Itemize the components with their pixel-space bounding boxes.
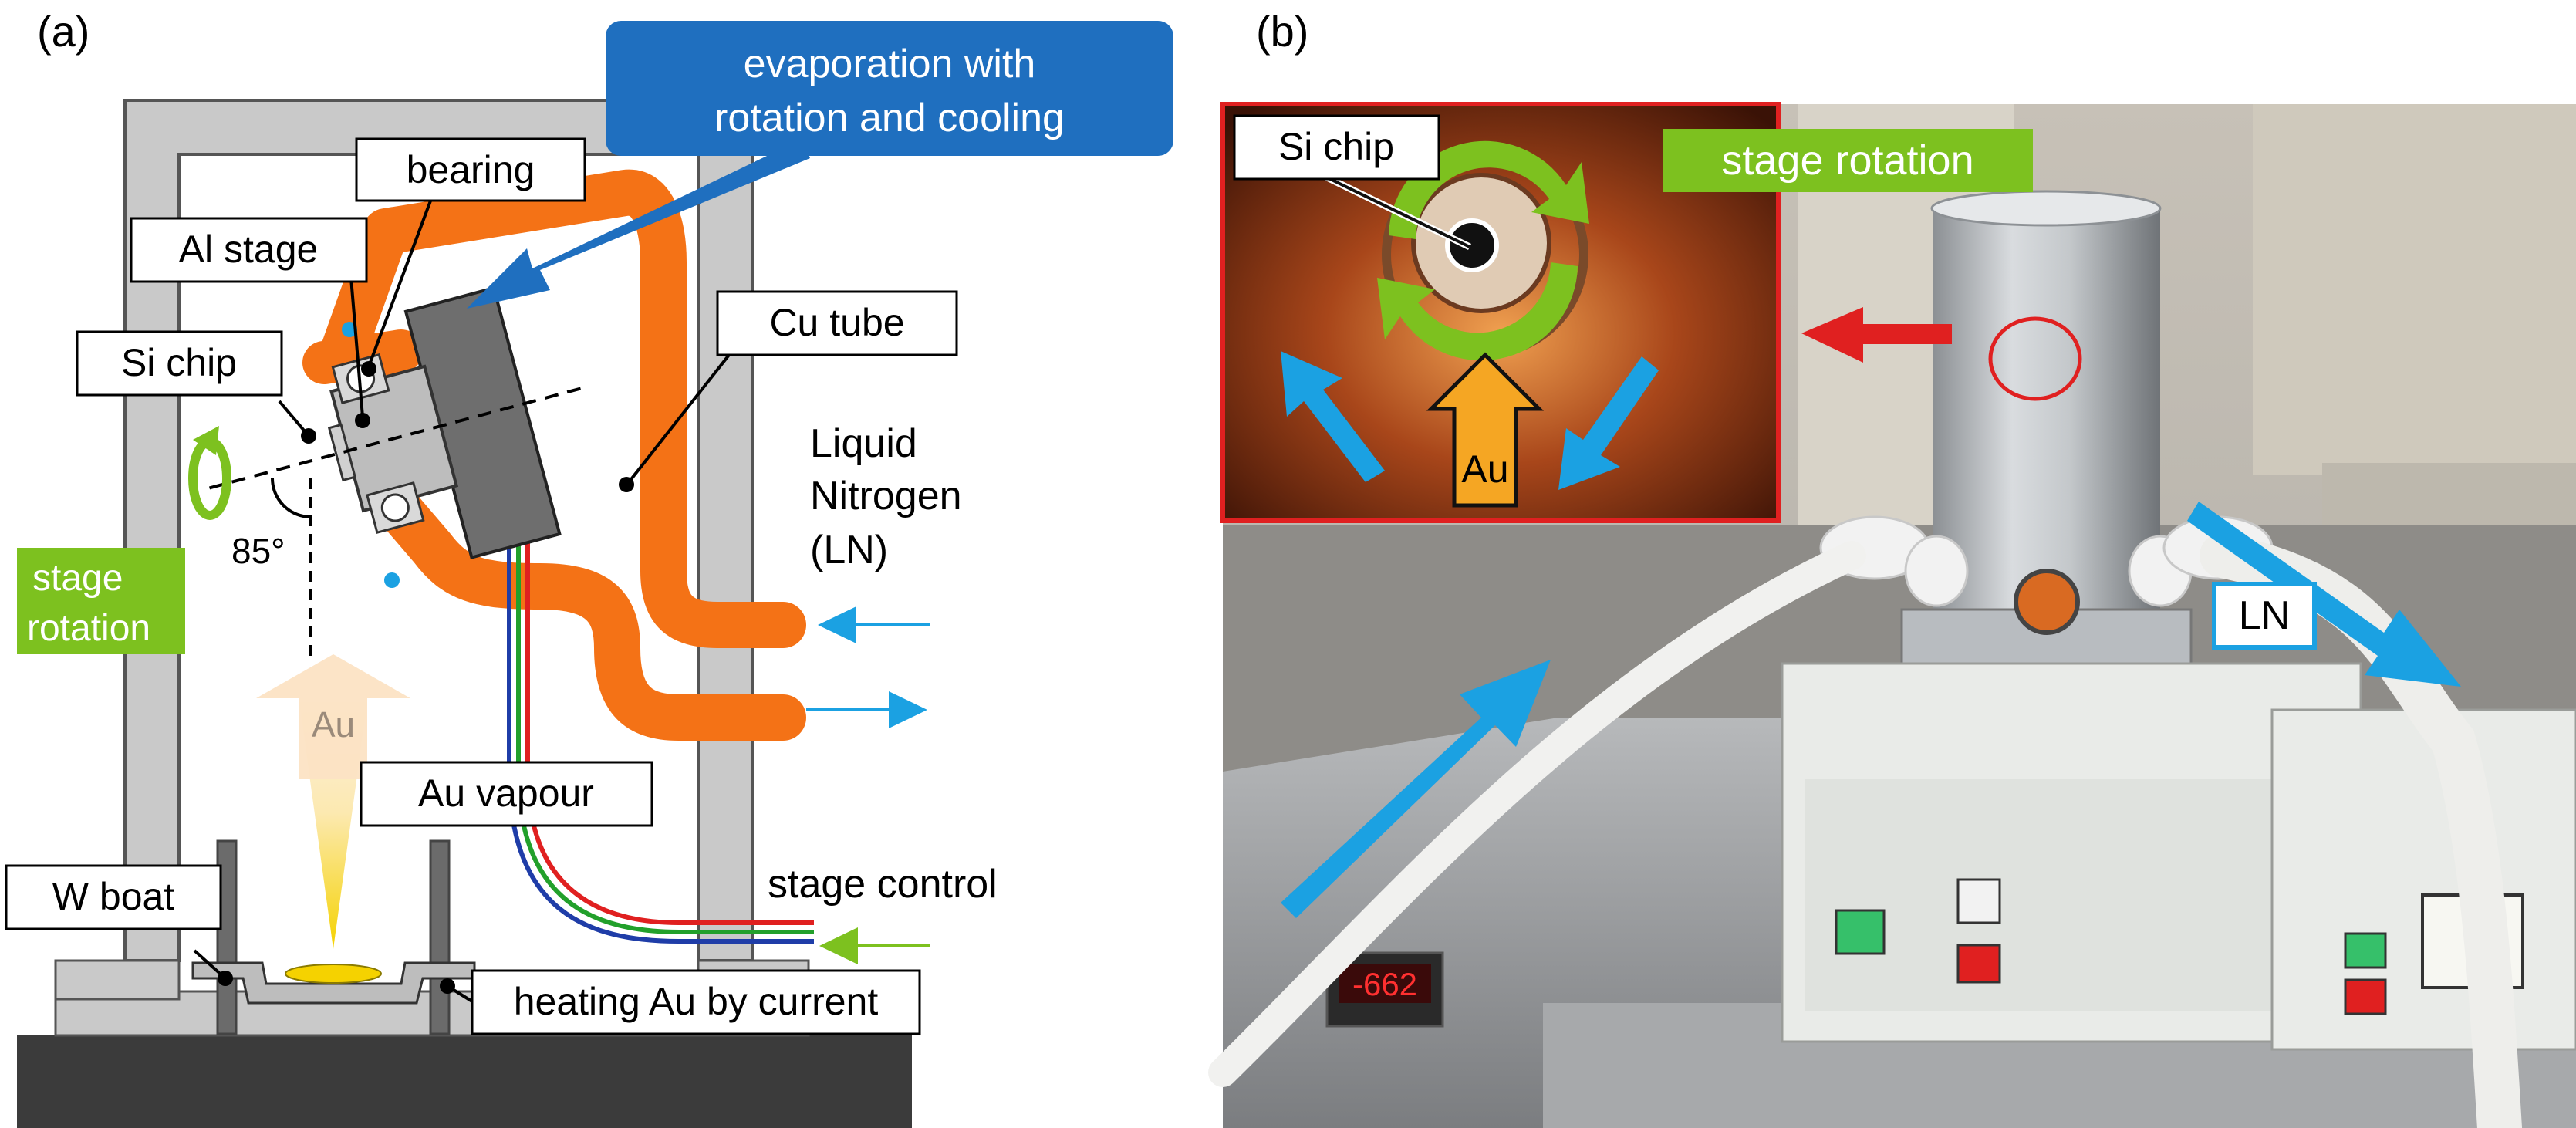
si-chip-dot [301, 428, 316, 444]
ln-flow-arrow-out [2187, 502, 2461, 687]
stage-control-label: stage control [768, 862, 998, 907]
chamber-base [17, 1035, 912, 1128]
si-chip-label: Si chip [121, 341, 237, 384]
inset-si-chip [1445, 218, 1499, 272]
angle-label: 85° [231, 531, 285, 571]
au-arrow [256, 654, 410, 779]
evaporation-callout-arrow [467, 139, 810, 309]
inset-au-label: Au [1461, 447, 1508, 491]
controller-secondary [2270, 708, 2576, 1051]
inset-blue-arrow-right [1558, 356, 1659, 490]
si-chip-label-box [76, 330, 283, 397]
ln-flow-arrow-in [1281, 660, 1551, 918]
thermometer-reading: -662 [1352, 966, 1417, 1002]
room-cabinet [2253, 104, 2576, 475]
ln-hose-left [1208, 541, 1866, 1087]
w-boat-label-box [5, 864, 222, 930]
bearing-dot [361, 361, 376, 377]
ln-inflow-arrow [818, 606, 930, 643]
controller-main-panel [1805, 779, 2345, 1011]
al-stage-label: Al stage [179, 228, 319, 271]
au-arrow-label: Au [312, 704, 355, 745]
cu-tube-label: Cu tube [769, 301, 904, 344]
bearing-label-box [355, 137, 586, 202]
panel-a: (a) Au [5, 7, 1173, 1128]
au-melt [285, 964, 382, 984]
heating-label: heating Au by current [514, 980, 879, 1023]
highlight-circle [1988, 316, 2082, 401]
inset-si-chip-label-box [1233, 114, 1440, 181]
thermometer-display-screen [1339, 964, 1431, 1003]
cu-tube-label-box [716, 290, 958, 356]
bearing-label: bearing [407, 148, 535, 191]
stage-rotation-label-line1: stage [32, 558, 123, 599]
ln-tag-box [2212, 582, 2317, 650]
w-boat-dot [218, 971, 233, 986]
chamber-foot-left [54, 959, 181, 1001]
ln-label-line3: (LN) [810, 528, 888, 572]
ln-tag-label: LN [2239, 593, 2290, 638]
w-boat-label: W boat [52, 875, 175, 918]
rotation-axis [208, 387, 582, 490]
viewport-window [2014, 569, 2080, 635]
panel-b: (b) [1208, 7, 2576, 1128]
controller-secondary-button-green [2344, 932, 2387, 969]
ln-outflow-arrow [806, 691, 927, 728]
inset: Au Si chip stage rotation [1220, 102, 2033, 523]
inset-si-chip-label: Si chip [1278, 125, 1394, 168]
panel-a-label: (a) [37, 7, 89, 56]
rotation-icon [188, 426, 231, 520]
chamber-top [1930, 190, 2162, 227]
inset-blue-arrow-left [1281, 351, 1385, 482]
inset-pointer-arrow [1801, 307, 1952, 363]
inset-rotation-arrow-bottom [1377, 262, 1578, 361]
panel-b-label: (b) [1256, 7, 1308, 56]
controller-button-white [1956, 878, 2001, 924]
inset-stage-rotation-label: stage rotation [1721, 137, 1973, 184]
bearing-lower-ball [380, 493, 410, 522]
al-stage-dot [355, 413, 370, 428]
ln-label-line1: Liquid [810, 421, 917, 466]
controller-button-green [1835, 909, 1886, 955]
controller-secondary-button-red [2344, 978, 2387, 1015]
cu-tube [302, 169, 806, 741]
cu-tube-marker-lower [384, 572, 400, 588]
stage-control-arrow [819, 927, 930, 964]
angle-arc [271, 478, 312, 518]
evaporation-callout-line2: rotation and cooling [714, 96, 1065, 140]
cu-tube-dot [619, 477, 634, 492]
inset-si-chip-leader-core [1326, 176, 1470, 248]
inset-stage-rotation-label-box [1663, 129, 2033, 192]
stage-rotation-label-line2: rotation [27, 608, 150, 649]
controller-button-red [1956, 944, 2001, 984]
heating-label-box [471, 969, 921, 1035]
stage-rotation-label-box [17, 548, 185, 654]
au-vapour-label-box [360, 761, 653, 827]
cu-tube-marker [342, 322, 357, 337]
al-stage-label-box [130, 217, 368, 283]
chamber-column [1933, 208, 2160, 640]
boat-post-right [429, 839, 451, 1035]
evaporation-callout-line1: evaporation with [744, 42, 1036, 86]
heating-dot [440, 978, 455, 994]
au-vapour-label: Au vapour [418, 772, 594, 815]
evaporation-callout-box [606, 21, 1173, 156]
boat-post-left [216, 839, 238, 1035]
inset-au-arrow [1426, 352, 1545, 508]
ln-label-line2: Nitrogen [810, 474, 962, 518]
